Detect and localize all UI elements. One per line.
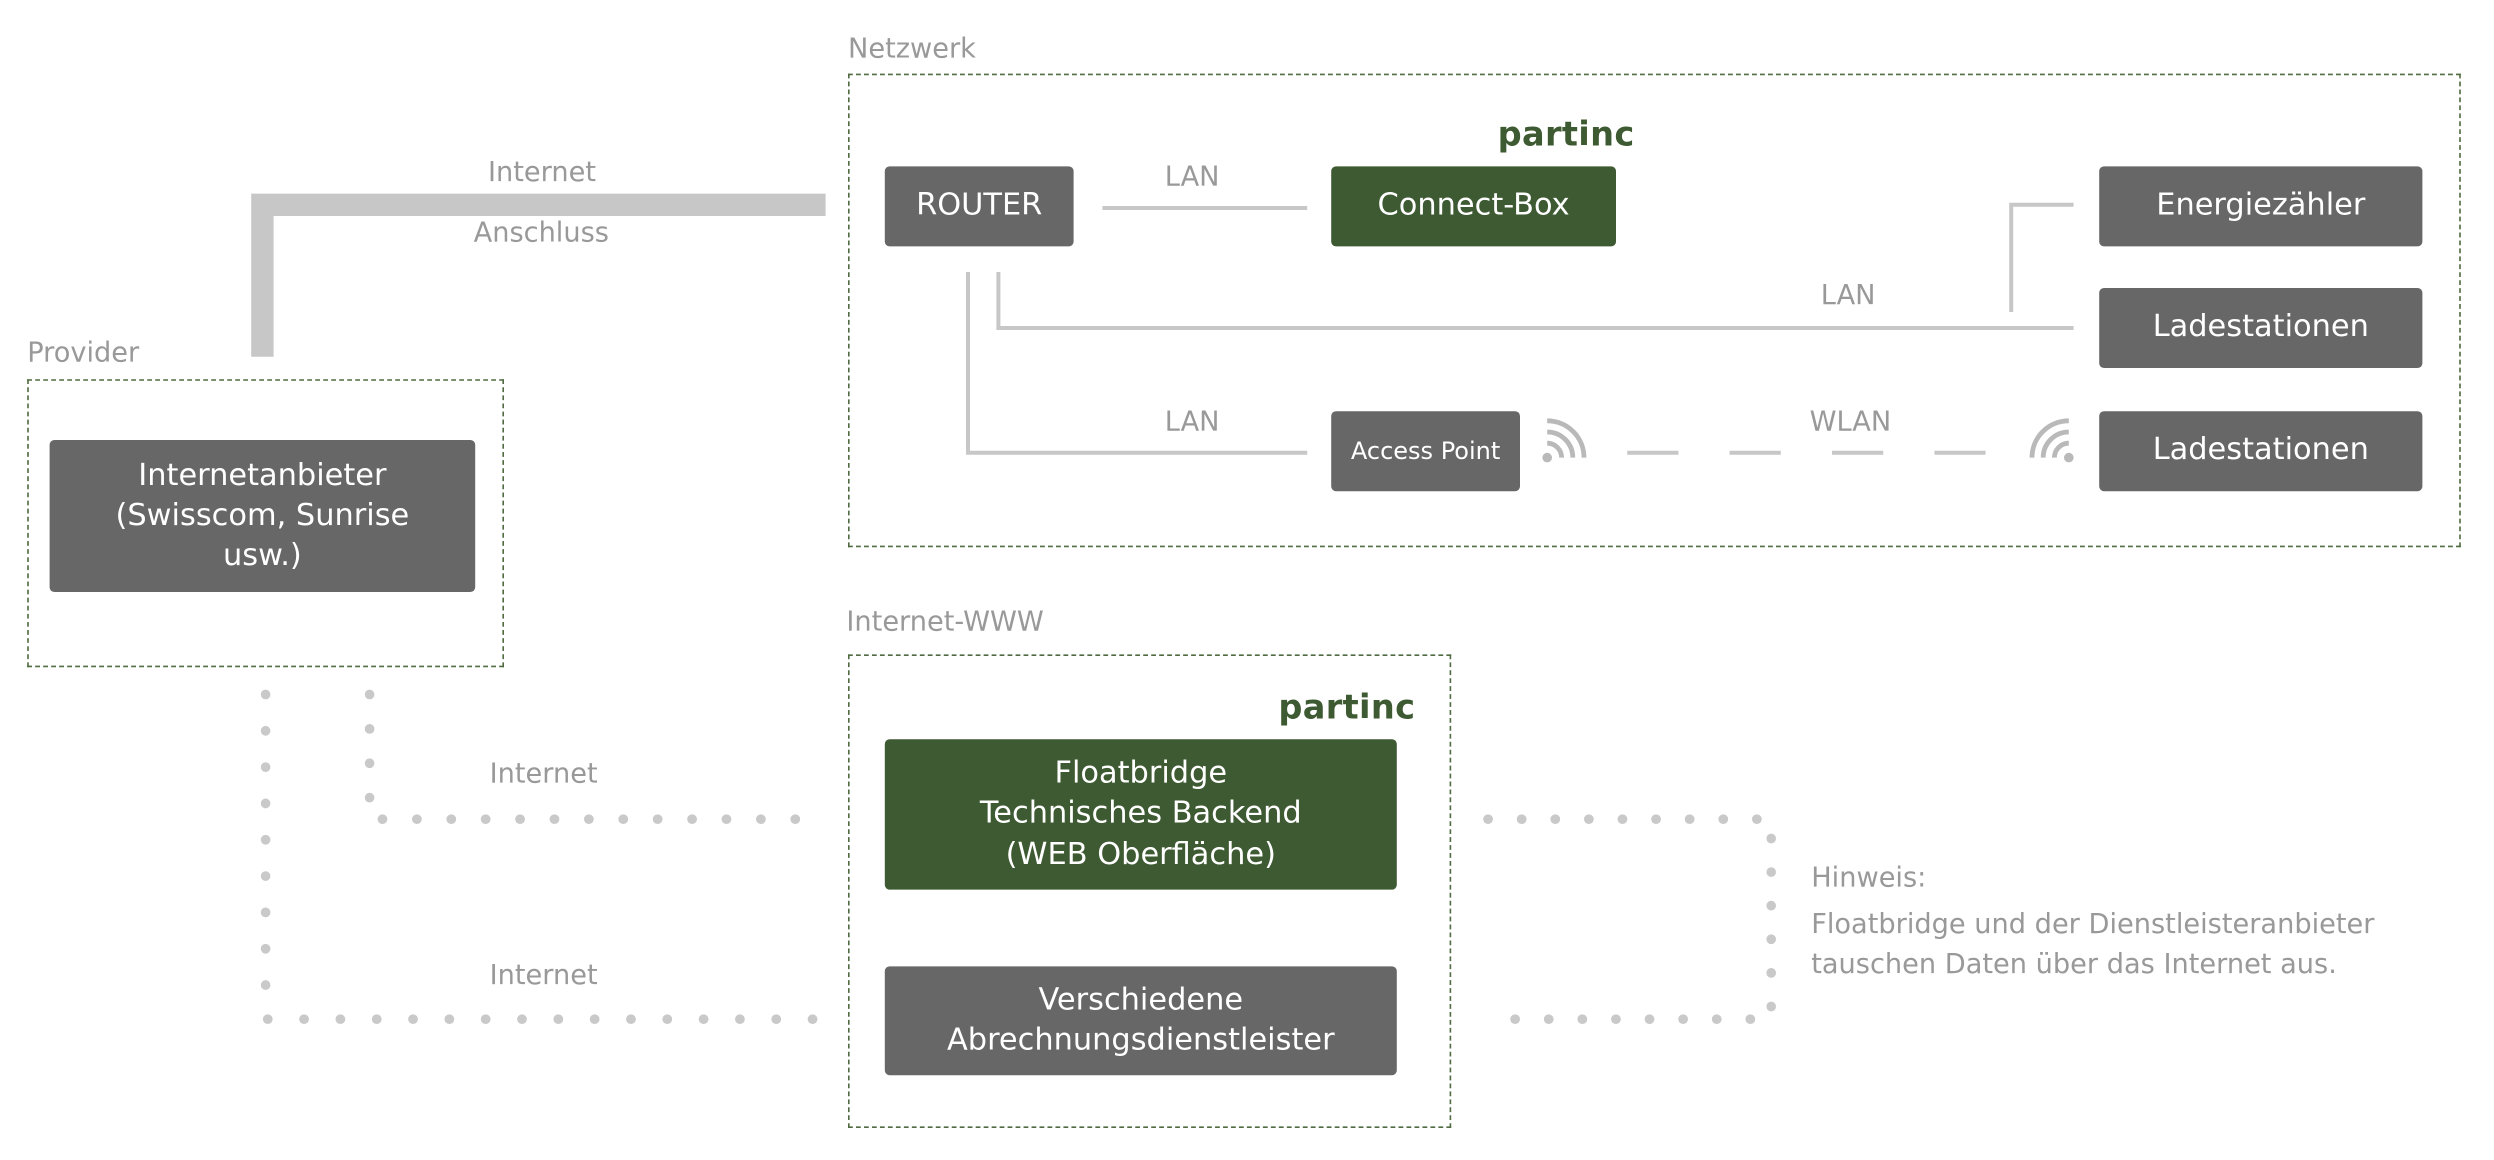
label-anschluss: Anschluss (473, 217, 609, 250)
router-box: ROUTER (884, 166, 1074, 247)
lan-line-ap (966, 272, 1308, 455)
ladestationen-wlan-box: Ladestationen (2099, 411, 2423, 492)
label-lan-ap: LAN (1164, 406, 1220, 439)
partinc-logo-connect: partinc (1497, 115, 1635, 154)
lan-line-energie (2009, 202, 2074, 313)
abrechnung-box: Verschiedene Abrechnungsdienstleister (884, 966, 1397, 1076)
netzwerk-frame (848, 73, 2461, 548)
provider-frame (27, 379, 504, 668)
internet-dotted-floatbridge (364, 689, 831, 825)
label-internet-top: Internet (488, 156, 597, 189)
label-internet-abrechnung: Internet (489, 960, 598, 992)
anschluss-line (251, 193, 826, 357)
label-lan-ladestationen: LAN (1820, 280, 1876, 312)
wifi-icon-left (1542, 418, 1587, 463)
group-label-internet-www: Internet-WWW (846, 606, 1044, 639)
hinweis-title: Hinweis: (1811, 862, 1927, 895)
label-wlan: WLAN (1809, 406, 1892, 439)
label-lan-connect: LAN (1164, 161, 1220, 194)
access-point-box: Access Point (1331, 411, 1520, 492)
connect-box: Connect-Box (1331, 166, 1616, 247)
floatbridge-box: Floatbridge Technisches Backend (WEB Obe… (884, 739, 1397, 890)
hinweis-line-2: tauschen Daten über das Internet aus. (1811, 948, 2337, 981)
lan-line-ladestationen (996, 272, 2074, 331)
wifi-icon-right (2029, 418, 2074, 463)
group-label-provider: Provider (27, 337, 140, 370)
internet-dotted-abrechnung (260, 689, 831, 1025)
internet-www-frame (848, 654, 1452, 1128)
label-internet-floatbridge: Internet (489, 758, 598, 791)
partinc-logo-floatbridge: partinc (1278, 688, 1416, 727)
internetanbieter-box: Internetanbieter (Swisscom, Sunrise usw.… (49, 440, 476, 592)
group-label-netzwerk: Netzwerk (848, 33, 976, 66)
hinweis-note: Hinweis: Floatbridge und der Dienstleist… (1811, 859, 2374, 986)
ladestationen-lan-box: Ladestationen (2099, 288, 2423, 368)
hinweis-line-1: Floatbridge und der Dienstleisteranbiete… (1811, 908, 2375, 940)
energiezaehler-box: Energiezähler (2099, 166, 2423, 247)
hinweis-dotted-bracket (1483, 814, 1777, 1025)
